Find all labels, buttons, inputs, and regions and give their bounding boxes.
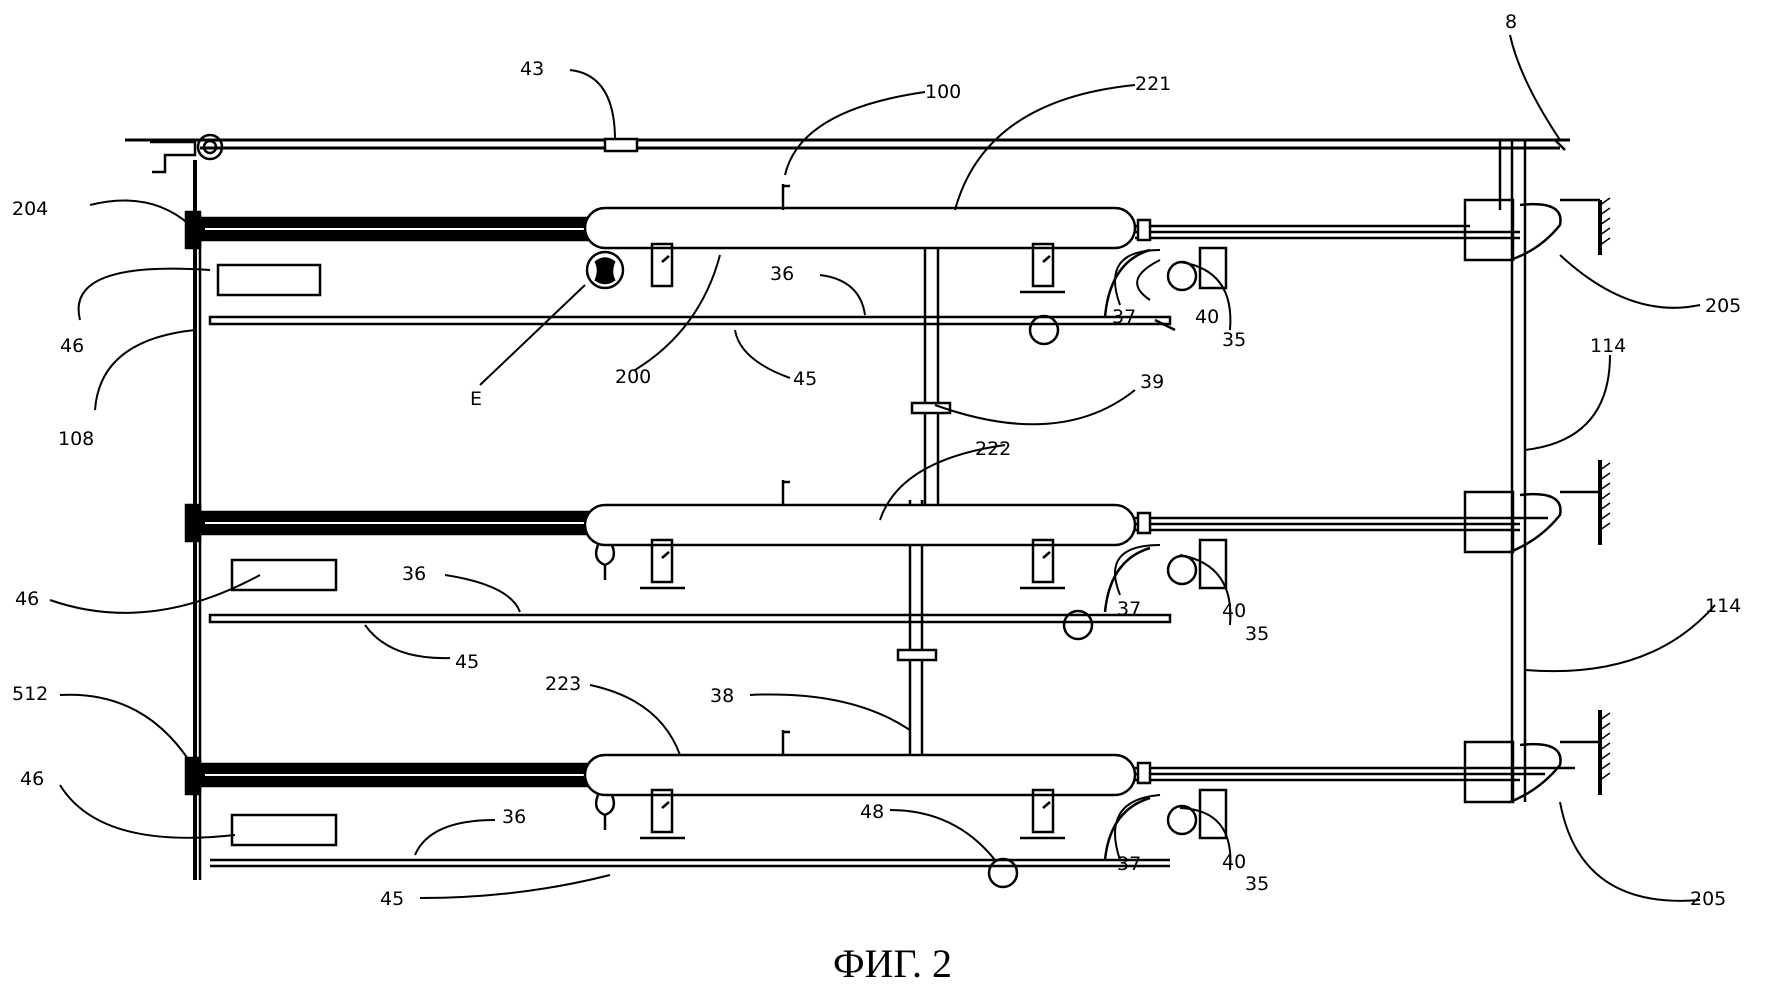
- label-43: 43: [520, 58, 544, 80]
- label-48: 48: [860, 801, 884, 823]
- label-36-top: 36: [770, 263, 794, 285]
- label-37-top: 37: [1112, 306, 1136, 328]
- label-35-bottom: 35: [1245, 873, 1269, 895]
- label-114-top: 114: [1590, 335, 1626, 357]
- label-39: 39: [1140, 371, 1164, 393]
- leader-lines: [49, 34, 1716, 902]
- unit-row-3: [184, 710, 1602, 889]
- label-35-mid: 35: [1245, 623, 1269, 645]
- label-46-bottom: 46: [20, 768, 44, 790]
- label-46-top: 46: [60, 335, 84, 357]
- label-E: E: [470, 388, 482, 410]
- unit-row-1: [184, 184, 1602, 346]
- label-40-bottom: 40: [1222, 851, 1246, 873]
- label-46-mid: 46: [15, 588, 39, 610]
- ground-hatching: [1599, 197, 1611, 781]
- label-223: 223: [545, 673, 581, 695]
- label-8: 8: [1505, 11, 1517, 33]
- label-35-top: 35: [1222, 329, 1246, 351]
- label-40-top: 40: [1195, 306, 1219, 328]
- label-204: 204: [12, 198, 48, 220]
- label-40-mid: 40: [1222, 600, 1246, 622]
- label-221: 221: [1135, 73, 1171, 95]
- label-222: 222: [975, 438, 1011, 460]
- figure-caption: ФИГ. 2: [832, 941, 953, 986]
- label-205-bottom: 205: [1690, 888, 1726, 910]
- label-45-top: 45: [793, 368, 817, 390]
- reference-labels: 43 100 221 8 204 205 46 108 E 200 45 36 …: [12, 11, 1741, 910]
- unit-row-2: [184, 460, 1602, 641]
- label-205-top: 205: [1705, 295, 1741, 317]
- label-38: 38: [710, 685, 734, 707]
- label-45-mid: 45: [455, 651, 479, 673]
- label-200: 200: [615, 366, 651, 388]
- label-37-bottom: 37: [1117, 853, 1141, 875]
- label-108: 108: [58, 428, 94, 450]
- label-512: 512: [12, 683, 48, 705]
- label-114-bottom: 114: [1705, 595, 1741, 617]
- label-100: 100: [925, 81, 961, 103]
- label-37-mid: 37: [1117, 598, 1141, 620]
- label-36-bottom: 36: [502, 806, 526, 828]
- label-45-bottom: 45: [380, 888, 404, 910]
- top-rail: [125, 133, 1570, 174]
- label-36-mid: 36: [402, 563, 426, 585]
